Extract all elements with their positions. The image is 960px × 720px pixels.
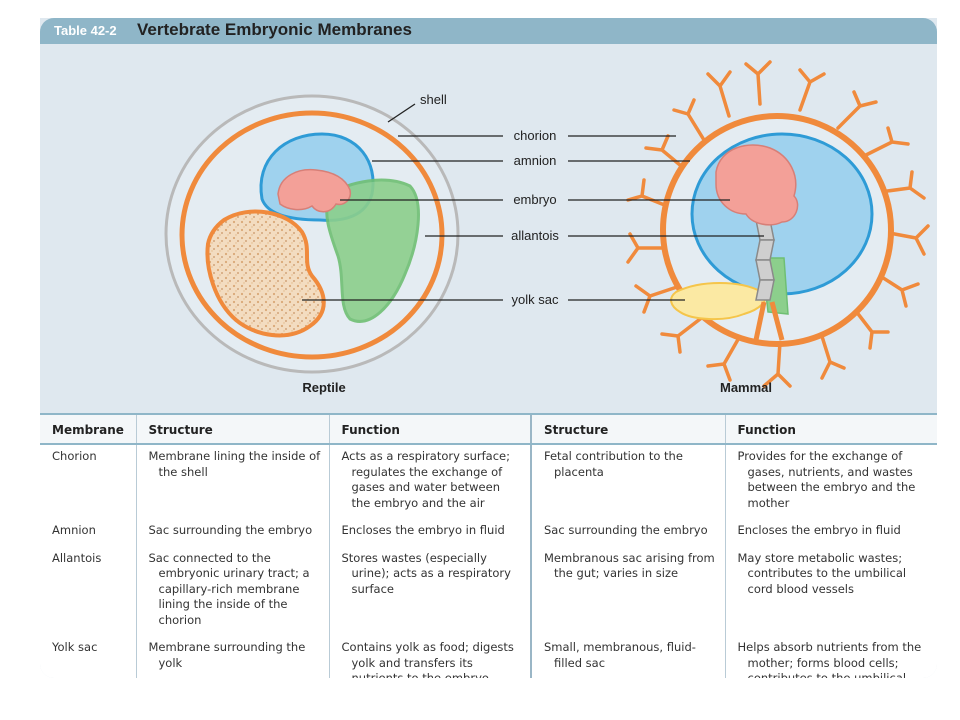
reptile-chorion <box>179 110 445 360</box>
cell-membrane: Amnion <box>40 519 136 547</box>
cell-reptile-function: Contains yolk as food; digests yolk and … <box>328 636 531 678</box>
leader-shell <box>387 103 416 123</box>
cell-reptile-function: Encloses the embryo in fluid <box>328 519 531 547</box>
mammal-function-text: Helps absorb nutrients from the mother; … <box>737 640 922 678</box>
reptile-function-text: Stores wastes (especially urine); acts a… <box>341 550 511 596</box>
col-header-mammal-function: Function <box>724 413 937 445</box>
table-number: Table 42-2 <box>54 23 117 38</box>
cell-mammal-function: Helps absorb nutrients from the mother; … <box>724 636 937 678</box>
mammal-placenta-stalk <box>753 301 785 341</box>
panel-label-reptile: Reptile <box>302 380 345 395</box>
reptile-yolk-sac <box>205 209 326 338</box>
col-header-reptile-structure: Structure <box>135 413 329 445</box>
reptile-structure-text: Sac connected to the embryonic urinary t… <box>148 550 310 627</box>
membrane-diagram: shell chorion amnion embryo allantois yo… <box>164 60 930 395</box>
mammal-function-text: May store metabolic wastes; contributes … <box>737 550 907 596</box>
label-amnion: amnion <box>514 153 557 168</box>
label-allantois: allantois <box>511 228 559 243</box>
mammal-function-text: Encloses the embryo in fluid <box>737 523 901 537</box>
reptile-structure-text: Sac surrounding the embryo <box>148 523 313 537</box>
mammal-structure-text: Small, membranous, fluid-filled sac <box>544 640 696 670</box>
cell-reptile-structure: Membrane lining the inside of the shell <box>135 444 329 519</box>
cell-membrane: Chorion <box>40 444 136 519</box>
mammal-function-text: Provides for the exchange of gases, nutr… <box>737 449 916 510</box>
table-title: Vertebrate Embryonic Membranes <box>137 20 412 39</box>
cell-reptile-structure: Membrane surrounding the yolk <box>135 636 329 678</box>
membrane-comparison-table: Membrane Structure Function Structure Fu… <box>40 413 937 678</box>
label-shell: shell <box>420 92 447 107</box>
col-header-reptile-function: Function <box>328 413 531 445</box>
mammal-embryo-diagram <box>626 60 930 388</box>
reptile-allantois <box>325 178 420 323</box>
reptile-function-text: Acts as a respiratory surface; regulates… <box>341 449 510 510</box>
membrane-name: Chorion <box>52 449 97 463</box>
table-row: Yolk sac Membrane surrounding the yolk C… <box>40 636 937 678</box>
table-row: Allantois Sac connected to the embryonic… <box>40 546 937 637</box>
cell-reptile-structure: Sac connected to the embryonic urinary t… <box>135 546 329 636</box>
cell-membrane: Allantois <box>40 547 136 637</box>
reptile-function-text: Contains yolk as food; digests yolk and … <box>341 640 514 678</box>
label-chorion: chorion <box>514 128 557 143</box>
mammal-yolk-sac <box>670 282 767 321</box>
mammal-structure-text: Sac surrounding the embryo <box>544 523 708 537</box>
cell-mammal-function: Encloses the embryo in fluid <box>724 519 937 547</box>
cell-mammal-function: Provides for the exchange of gases, nutr… <box>724 444 937 519</box>
title-bar: Table 42-2 Vertebrate Embryonic Membrane… <box>40 18 937 44</box>
panel-label-mammal: Mammal <box>720 380 772 395</box>
membrane-name: Allantois <box>52 550 102 565</box>
reptile-embryo <box>277 168 352 213</box>
mammal-embryo <box>715 144 799 226</box>
cell-mammal-structure: Small, membranous, fluid-filled sac <box>530 636 725 678</box>
membrane-name: Yolk sac <box>52 640 98 654</box>
cell-reptile-function: Acts as a respiratory surface; regulates… <box>328 444 531 519</box>
table-row: Chorion Membrane lining the inside of th… <box>40 444 937 519</box>
reptile-structure-text: Membrane lining the inside of the shell <box>148 449 321 479</box>
table-row: Amnion Sac surrounding the embryo Enclos… <box>40 519 937 547</box>
reptile-structure-text: Membrane surrounding the yolk <box>148 640 306 670</box>
leader-lines <box>302 103 764 301</box>
mammal-structure-text: Membranous sac arising from the gut; var… <box>544 550 715 581</box>
membrane-name: Amnion <box>52 523 96 537</box>
reptile-egg <box>164 94 460 374</box>
figure-panel: Table 42-2 Vertebrate Embryonic Membrane… <box>40 18 937 678</box>
label-embryo: embryo <box>513 192 556 207</box>
cell-membrane: Yolk sac <box>40 636 136 678</box>
cell-mammal-structure: Fetal contribution to the placenta <box>530 444 725 519</box>
mammal-structure-text: Fetal contribution to the placenta <box>544 449 683 479</box>
label-yolk-sac: yolk sac <box>512 292 559 307</box>
table-header-row: Membrane Structure Function Structure Fu… <box>40 413 937 445</box>
cell-mammal-structure: Sac surrounding the embryo <box>530 519 725 547</box>
col-header-membrane: Membrane <box>40 413 136 445</box>
cell-mammal-function: May store metabolic wastes; contributes … <box>724 546 937 636</box>
cell-mammal-structure: Membranous sac arising from the gut; var… <box>530 546 725 636</box>
cell-reptile-function: Stores wastes (especially urine); acts a… <box>328 546 531 636</box>
reptile-function-text: Encloses the embryo in fluid <box>341 523 505 537</box>
col-header-mammal-structure: Structure <box>530 413 725 445</box>
cell-reptile-structure: Sac surrounding the embryo <box>135 519 329 547</box>
